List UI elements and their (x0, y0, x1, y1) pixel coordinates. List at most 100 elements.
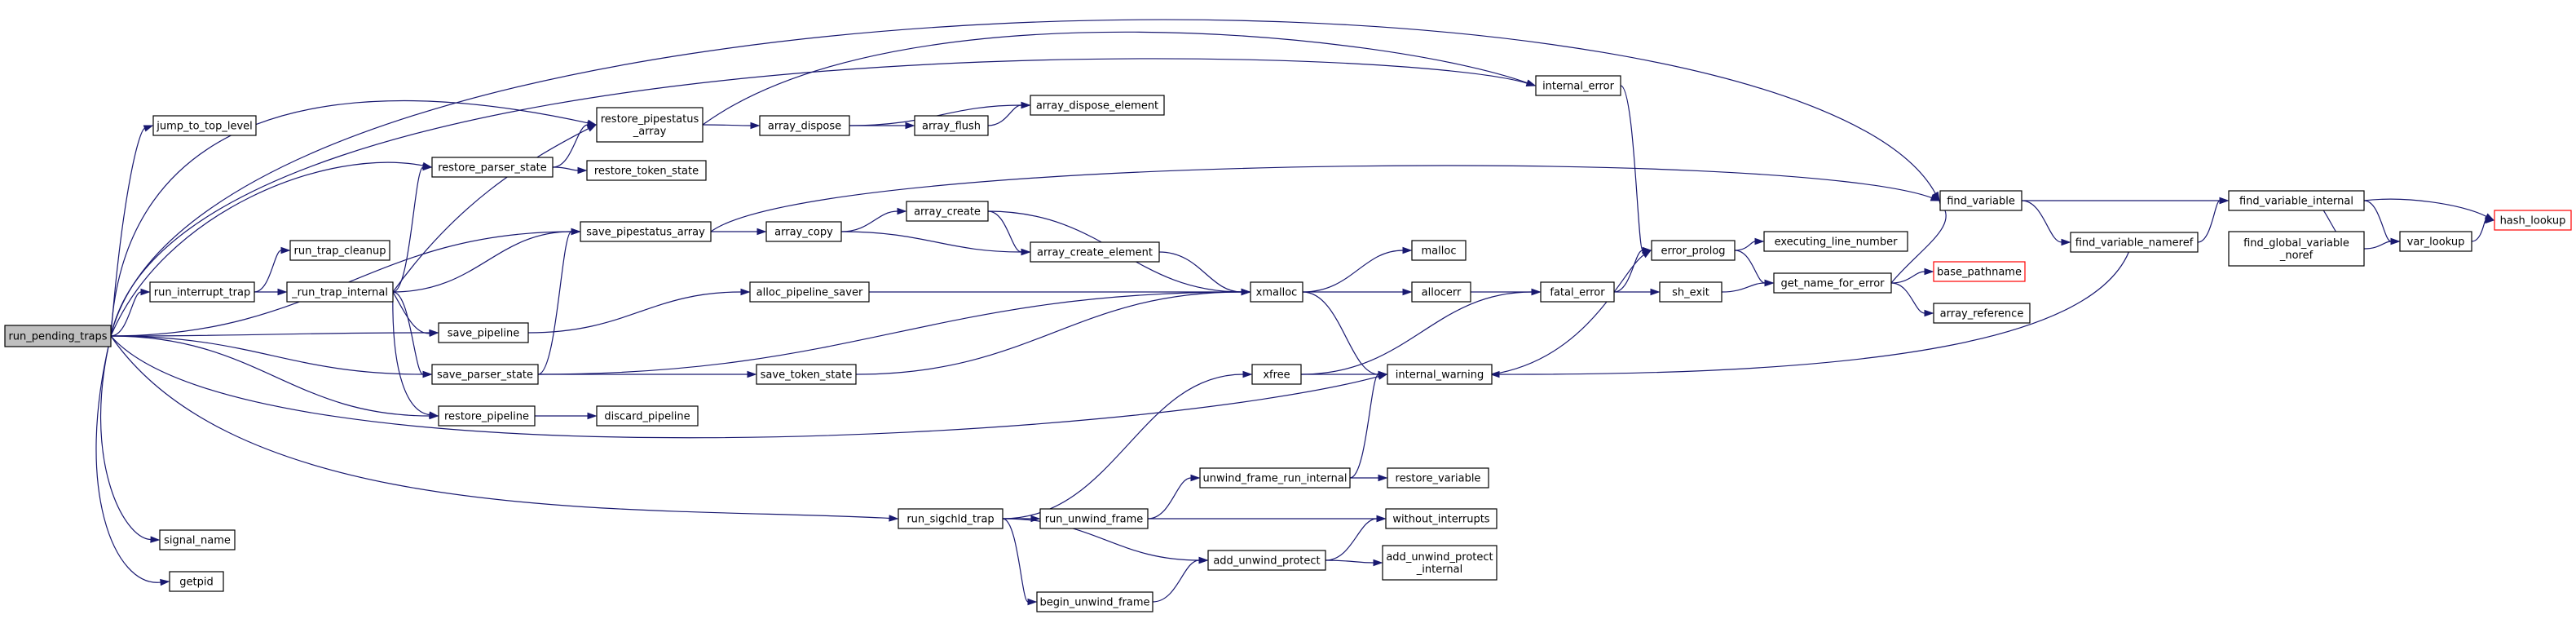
node-add-unwind-protect[interactable]: add_unwind_protect (1207, 550, 1326, 571)
node-hash-lookup[interactable]: hash_lookup (2494, 210, 2572, 231)
node-find-variable-internal[interactable]: find_variable_internal (2228, 190, 2365, 211)
node-restore-pipeline[interactable]: restore_pipeline (438, 405, 536, 427)
node-unwind-frame-run-internal[interactable]: unwind_frame_run_internal (1199, 467, 1351, 489)
node-run-sigchld-trap[interactable]: run_sigchld_trap (898, 508, 1003, 529)
edge-unwind-frame-run-internal-to-restore-variable (1349, 474, 1388, 482)
node-add-unwind-protect-internal[interactable]: add_unwind_protect_internal (1382, 545, 1498, 581)
edge-arrowhead (1642, 246, 1652, 254)
node-begin-unwind-frame[interactable]: begin_unwind_frame (1036, 591, 1153, 612)
edge-get-name-for-error-to-array-reference (1890, 282, 1934, 317)
node-array-copy[interactable]: array_copy (765, 221, 842, 242)
node-executing-line-number[interactable]: executing_line_number (1763, 231, 1908, 252)
node-alloc-pipeline-saver[interactable]: alloc_pipeline_saver (749, 281, 870, 303)
edge-line (1734, 241, 1756, 251)
node-signal-name[interactable]: signal_name (159, 529, 236, 550)
node-find-variable[interactable]: find_variable (1939, 190, 2022, 211)
node-error-prolog[interactable]: error_prolog (1651, 240, 1736, 261)
edge-line (552, 166, 579, 171)
node-save-token-state[interactable]: save_token_state (756, 364, 857, 385)
node-internal-warning[interactable]: internal_warning (1387, 364, 1493, 385)
edge-array-flush-to-array-dispose-element (987, 101, 1031, 126)
node-jump-to-top-level[interactable]: jump_to_top_level (152, 115, 257, 136)
node-box (756, 364, 857, 385)
edge-arrowhead (160, 578, 170, 586)
node-run-pending-traps[interactable]: run_pending_traps (4, 325, 112, 347)
node-without-interrupts[interactable]: without_interrupts (1385, 508, 1498, 529)
node-array-dispose[interactable]: array_dispose (759, 115, 850, 136)
node-restore-pipestatus-array[interactable]: restore_pipestatus_array (596, 107, 704, 143)
node-box (1535, 75, 1621, 96)
node-label: restore_pipestatus (601, 113, 699, 126)
node-label: getpid (179, 577, 213, 589)
node-sh-exit[interactable]: sh_exit (1659, 281, 1722, 303)
node-xmalloc[interactable]: xmalloc (1250, 281, 1303, 303)
edge-line (855, 291, 1242, 375)
node-array-create-element[interactable]: array_create_element (1030, 241, 1160, 263)
node-run-trap-cleanup[interactable]: run_trap_cleanup (289, 240, 390, 261)
node-find-variable-nameref[interactable]: find_variable_nameref (2070, 232, 2199, 253)
node-restore-token-state[interactable]: restore_token_state (586, 160, 707, 181)
edge-arrowhead (1764, 279, 1775, 287)
node-box (2070, 232, 2199, 253)
edge-arrowhead (2390, 237, 2401, 245)
node-label: _array (633, 126, 667, 138)
edge-line (1890, 207, 1947, 284)
edge-line (1302, 291, 1379, 375)
edge-run-interrupt-trap-to-run-trap-internal (254, 288, 288, 296)
node-restore-variable[interactable]: restore_variable (1387, 467, 1489, 489)
node-getpid[interactable]: getpid (169, 571, 224, 592)
node-label: executing_line_number (1775, 237, 1899, 249)
edge-arrowhead (1531, 288, 1542, 296)
node-label: add_unwind_protect (1386, 551, 1493, 564)
node-array-dispose-element[interactable]: array_dispose_element (1030, 95, 1165, 116)
node-base-pathname[interactable]: base_pathname (1933, 261, 2026, 282)
edge-run-interrupt-trap-to-run-trap-cleanup (254, 246, 291, 293)
node-run-interrupt-trap[interactable]: run_interrupt_trap (149, 281, 255, 303)
node-run-unwind-frame[interactable]: run_unwind_frame (1039, 508, 1149, 529)
node-box (169, 571, 224, 592)
node-label: get_name_for_error (1780, 278, 1885, 290)
edge-arrowhead (429, 411, 439, 418)
node-fatal-error[interactable]: fatal_error (1540, 281, 1615, 303)
node-array-flush[interactable]: array_flush (914, 115, 989, 136)
edge-arrowhead (1650, 288, 1661, 296)
node-save-parser-state[interactable]: save_parser_state (431, 364, 539, 385)
node-run-trap-internal[interactable]: _run_trap_internal (286, 281, 394, 303)
node-label: run_unwind_frame (1045, 514, 1144, 526)
node-label: base_pathname (1937, 267, 2022, 279)
edge-arrowhead (587, 121, 598, 129)
node-save-pipestatus-array[interactable]: save_pipestatus_array (580, 221, 712, 242)
node-box (159, 529, 236, 550)
edge-restore-parser-state-to-restore-token-state (552, 166, 588, 175)
node-internal-error[interactable]: internal_error (1535, 75, 1621, 96)
node-box (152, 115, 257, 136)
edge-line (110, 58, 1528, 337)
edge-arrowhead (1378, 370, 1388, 378)
node-array-reference[interactable]: array_reference (1933, 303, 2031, 324)
node-var-lookup[interactable]: var_lookup (2399, 231, 2472, 252)
node-get-name-for-error[interactable]: get_name_for_error (1773, 272, 1892, 294)
node-save-pipeline[interactable]: save_pipeline (438, 322, 529, 343)
edge-arrowhead (422, 163, 433, 171)
graph-nodes: run_pending_trapsjump_to_top_levelrestor… (4, 75, 2572, 612)
edge-save-parser-state-to-save-pipestatus-array (537, 228, 581, 375)
edge-line (110, 332, 430, 337)
edge-arrowhead (1198, 556, 1209, 564)
node-box (1540, 281, 1615, 303)
edge-line (392, 291, 430, 416)
node-label: array_dispose (768, 121, 841, 133)
edge-sh-exit-to-get-name-for-error (1721, 279, 1775, 293)
node-discard-pipeline[interactable]: discard_pipeline (596, 405, 699, 427)
node-find-global-variable-noref[interactable]: find_global_variable_noref (2228, 231, 2365, 267)
node-label: save_parser_state (437, 369, 533, 382)
node-malloc[interactable]: malloc (1411, 240, 1467, 261)
edge-internal-warning-to-error-prolog (1491, 250, 1652, 375)
edge-run-sigchld-trap-to-xfree (1002, 370, 1253, 520)
node-box (906, 201, 989, 222)
node-box (431, 157, 554, 178)
node-restore-parser-state[interactable]: restore_parser_state (431, 157, 554, 178)
node-allocerr[interactable]: allocerr (1411, 281, 1471, 303)
node-xfree[interactable]: xfree (1251, 364, 1302, 385)
node-array-create[interactable]: array_create (906, 201, 989, 222)
